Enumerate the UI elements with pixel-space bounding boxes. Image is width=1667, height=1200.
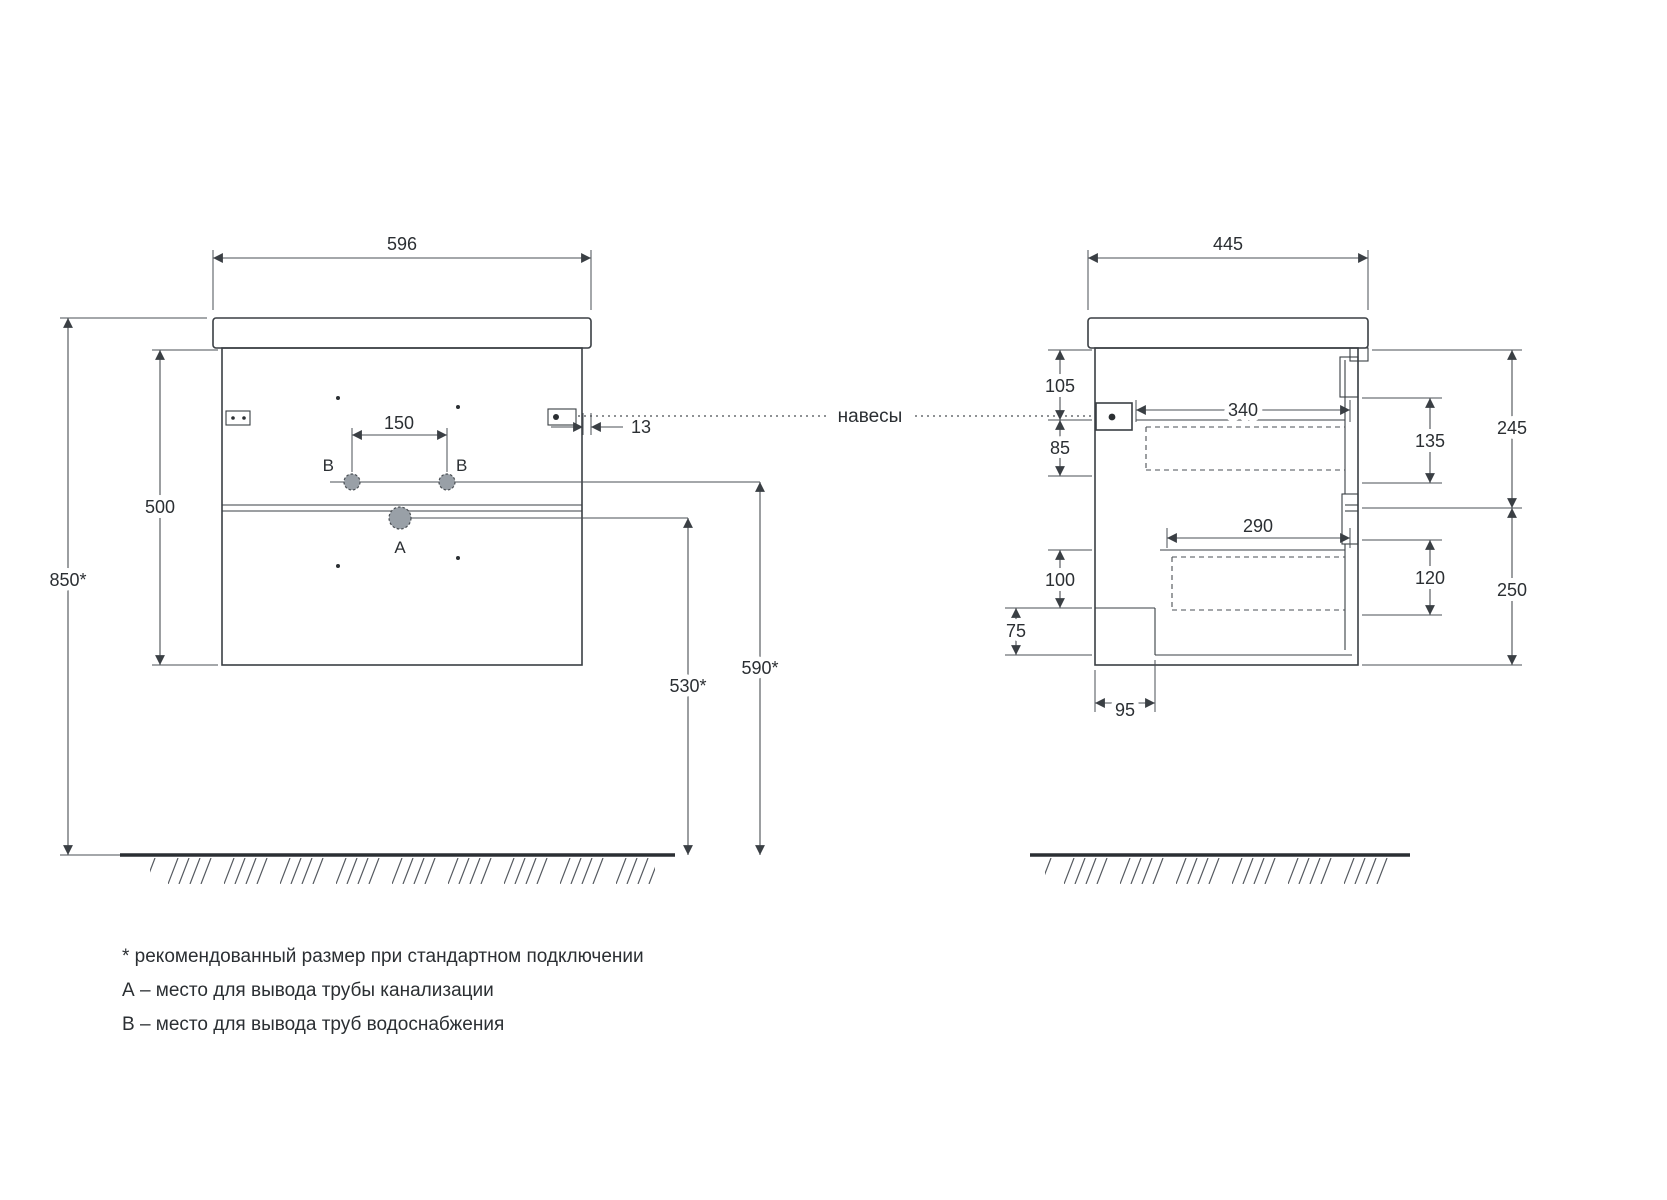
side-countertop-nose [1349, 347, 1369, 362]
dim-445-label: 445 [1213, 234, 1243, 254]
dim-290: 290 [1166, 511, 1351, 548]
dim-290-label: 290 [1243, 516, 1273, 536]
dim-95-label: 95 [1115, 700, 1135, 720]
dim-530-label: 530* [669, 676, 706, 696]
floor-right [1030, 853, 1410, 884]
label-b-right: В [456, 456, 467, 475]
side-hanger-bracket [1095, 402, 1133, 431]
dim-13-label: 13 [631, 417, 651, 437]
front-hinge-right [547, 408, 577, 426]
dim-105-label: 105 [1045, 376, 1075, 396]
dim-245-label: 245 [1497, 418, 1527, 438]
side-bottom-notch [1095, 607, 1352, 656]
dim-500: 500 [140, 349, 218, 666]
dim-105: 105 [1040, 349, 1092, 421]
dim-85-label: 85 [1050, 438, 1070, 458]
dim-245: 245 [1362, 349, 1532, 509]
notes: * рекомендованный размер при стандартном… [122, 946, 644, 1035]
dim-590: 590* [736, 482, 784, 855]
dim-100-label: 100 [1045, 570, 1075, 590]
dim-150-label: 150 [384, 413, 414, 433]
front-view: В В А 150 596 500 [44, 229, 784, 856]
dim-250-label: 250 [1497, 580, 1527, 600]
front-countertop [212, 317, 592, 349]
side-top-drawer [1136, 419, 1345, 471]
dim-120-label: 120 [1415, 568, 1445, 588]
dim-850-label: 850* [49, 570, 86, 590]
floor-left [120, 853, 675, 884]
side-drawer-fronts [1339, 356, 1359, 650]
dim-135: 135 [1362, 397, 1450, 484]
dim-500-label: 500 [145, 497, 175, 517]
note-drain-legend: А – место для вывода трубы канализации [122, 980, 494, 1001]
floor-right-hatch [1045, 858, 1395, 884]
dim-596: 596 [212, 229, 592, 310]
hangers-callout: навесы [578, 401, 1092, 432]
dim-100: 100 [1040, 549, 1092, 609]
supply-hole-right [438, 473, 456, 491]
side-cabinet-body [1094, 347, 1359, 666]
front-drill-marks [336, 396, 460, 568]
front-hinge-left [225, 410, 251, 426]
dim-596-label: 596 [387, 234, 417, 254]
dim-120: 120 [1362, 539, 1450, 616]
side-bottom-drawer [1160, 549, 1345, 611]
dim-530: 530* [664, 518, 712, 855]
dim-75: 75 [1001, 607, 1092, 656]
supply-hole-left [343, 473, 361, 491]
front-cabinet-body [221, 347, 583, 666]
dim-95: 95 [1094, 660, 1156, 725]
side-view: 445 105 85 340 135 [1001, 229, 1532, 725]
hangers-label: навесы [838, 406, 903, 427]
dim-445: 445 [1087, 229, 1369, 310]
dim-75-label: 75 [1006, 621, 1026, 641]
floor-left-hatch [150, 858, 655, 884]
dim-150: 150 [351, 408, 448, 472]
dim-85: 85 [1045, 420, 1092, 477]
dim-340-label: 340 [1228, 400, 1258, 420]
dim-590-label: 590* [741, 658, 778, 678]
dim-340: 340 [1135, 395, 1351, 425]
label-b-left: В [323, 456, 334, 475]
drain-hole [388, 506, 412, 530]
note-recommended-size: * рекомендованный размер при стандартном… [122, 946, 644, 967]
note-supply-legend: В – место для вывода труб водоснабжения [122, 1014, 504, 1035]
label-a: А [394, 538, 406, 557]
dim-135-label: 135 [1415, 431, 1445, 451]
dim-850: 850* [44, 317, 207, 856]
side-countertop [1087, 317, 1369, 349]
